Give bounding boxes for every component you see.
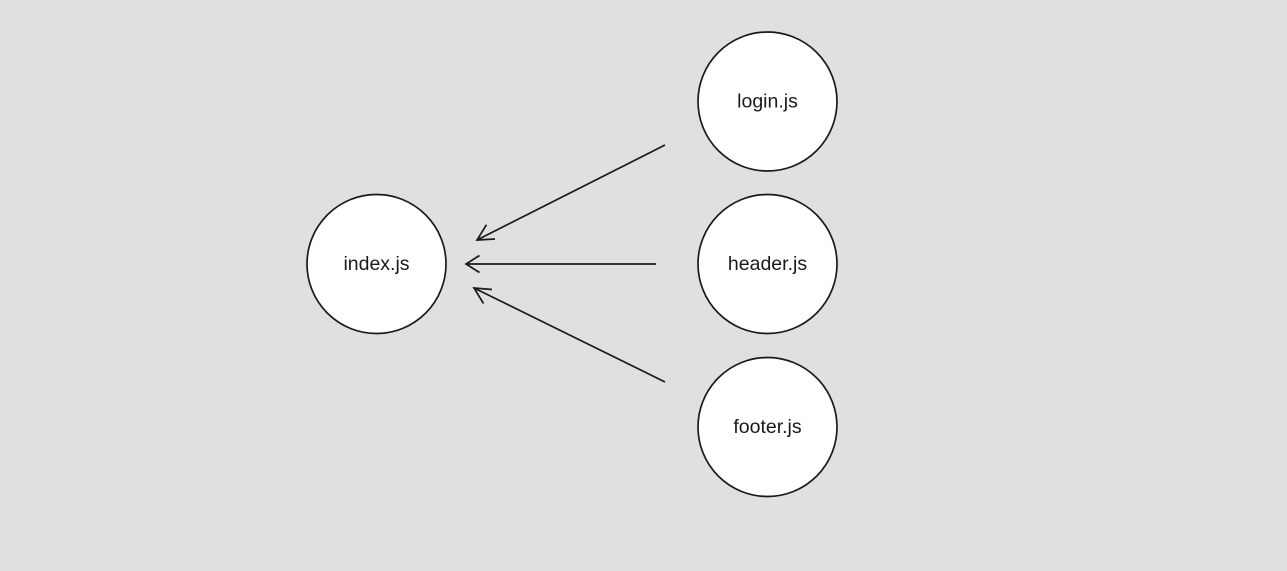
node-login-js-circle[interactable] [697,31,838,172]
edge-login-to-index-arrowhead [475,224,496,241]
node-footer-js-label: footer.js [733,416,802,438]
edge-footer-to-index[interactable] [472,287,666,383]
node-header-js[interactable]: header.js [697,193,838,335]
node-index-js[interactable]: index.js [306,193,447,335]
node-header-js-circle[interactable] [697,193,838,335]
edge-login-to-index-line[interactable] [476,144,666,241]
node-login-js-label: login.js [737,91,798,113]
node-footer-js[interactable]: footer.js [697,356,838,498]
edge-footer-to-index-arrowhead [472,287,493,304]
node-header-js-label: header.js [728,253,807,275]
edge-login-to-index[interactable] [475,144,666,241]
edge-footer-to-index-line[interactable] [473,287,666,383]
node-footer-js-circle[interactable] [697,356,838,498]
edge-group [464,144,666,383]
edge-header-to-index[interactable] [464,254,656,274]
edge-header-to-index-arrowhead [464,254,480,274]
node-index-js-circle[interactable] [306,193,447,335]
node-group: index.js login.js header.js footer.js [306,31,838,498]
node-login-js[interactable]: login.js [697,31,838,172]
node-index-js-label: index.js [343,253,409,275]
